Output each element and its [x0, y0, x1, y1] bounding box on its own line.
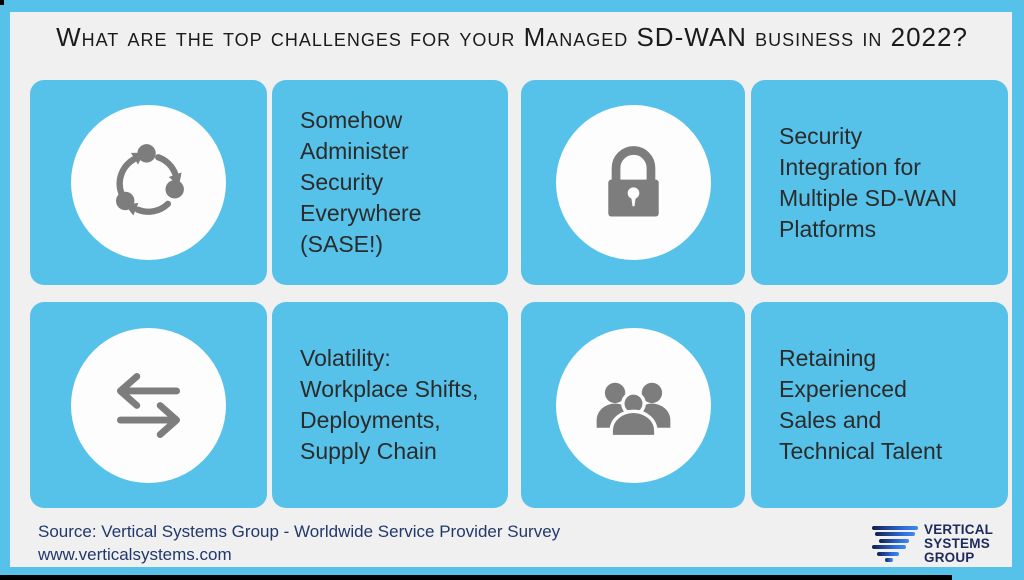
lock-icon — [607, 146, 659, 217]
volatility-icon-tile — [30, 302, 267, 508]
source-line: Source: Vertical Systems Group - Worldwi… — [38, 522, 561, 541]
source-attribution: Source: Vertical Systems Group - Worldwi… — [38, 520, 560, 566]
logo-word-systems: SYSTEMS — [924, 536, 990, 551]
logo-wordmark: VERTICAL SYSTEMS GROUP — [924, 523, 993, 565]
challenge-text-security: Security Integration for Multiple SD-WAN… — [779, 122, 958, 242]
bottom-edge-artifact — [0, 575, 952, 580]
cycle-icon — [116, 144, 184, 216]
talent-text-tile: Retaining Experienced Sales and Technica… — [751, 302, 1008, 508]
sase-icon-tile — [30, 80, 267, 285]
source-url: www.verticalsystems.com — [38, 545, 232, 564]
security-text-tile: Security Integration for Multiple SD-WAN… — [751, 80, 1008, 285]
logo-bars-icon — [872, 523, 918, 565]
volatility-text-tile: Volatility: Workplace Shifts, Deployment… — [272, 302, 508, 508]
challenge-text-volatility: Volatility: Workplace Shifts, Deployment… — [300, 345, 479, 464]
icon-circle — [555, 327, 711, 483]
page-title: What are the top challenges for your Man… — [56, 22, 968, 52]
icon-circle — [71, 327, 226, 483]
logo-word-group: GROUP — [924, 550, 975, 565]
logo-word-vertical: VERTICAL — [924, 522, 994, 537]
security-icon-tile — [521, 80, 745, 285]
transfer-arrows-icon — [116, 372, 181, 438]
vertical-systems-group-logo: VERTICAL SYSTEMS GROUP — [872, 519, 998, 569]
challenge-text-sase: Somehow Administer Security Everywhere (… — [300, 107, 422, 257]
sase-text-tile: Somehow Administer Security Everywhere (… — [272, 80, 508, 285]
talent-icon-tile — [521, 302, 745, 508]
icon-circle — [71, 105, 226, 260]
people-group-icon — [596, 382, 670, 438]
challenge-text-talent: Retaining Experienced Sales and Technica… — [779, 345, 943, 464]
icon-circle — [555, 105, 711, 260]
corner-edge-artifact — [0, 0, 4, 5]
